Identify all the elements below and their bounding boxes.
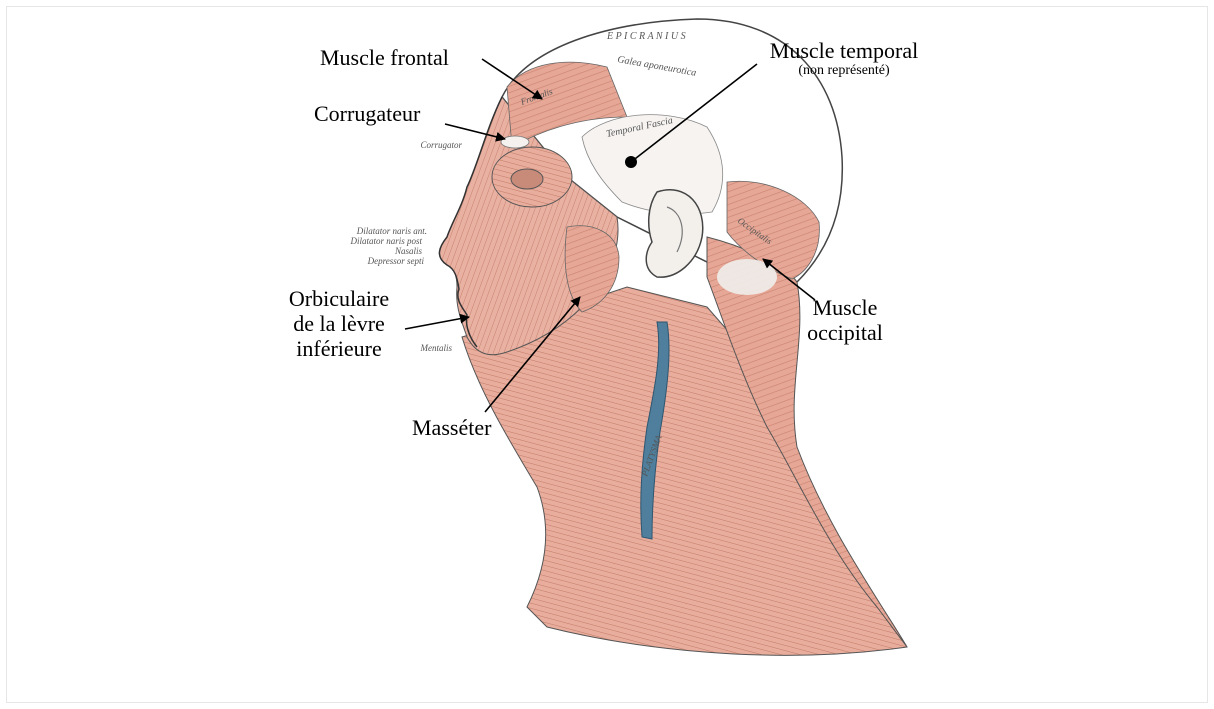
occipital-tendon xyxy=(717,259,777,295)
temporal-title: Muscle temporal xyxy=(754,38,934,63)
epicranius-text: E P I C R A N I U S xyxy=(606,31,686,42)
eye-opening xyxy=(511,169,543,189)
temporal-dot xyxy=(625,156,637,168)
corrugator-latin: Corrugator xyxy=(362,140,462,150)
dilatator-ant-latin: Dilatator naris ant. xyxy=(307,226,427,236)
depressor-septi-latin: Depressor septi xyxy=(307,256,424,266)
head-neck-anatomy-illustration: E P I C R A N I U S Galea aponeurotica T… xyxy=(7,7,1207,702)
label-muscle-temporal: Muscle temporal (non représenté) xyxy=(754,38,934,79)
temporal-note: (non représenté) xyxy=(754,63,934,79)
corrugator-tendon xyxy=(501,136,529,148)
orbiculaire-arrow xyxy=(405,317,469,329)
label-corrugateur: Corrugateur xyxy=(314,101,420,126)
label-muscle-occipital: Muscle occipital xyxy=(795,295,895,345)
orbiculaire-line-3: inférieure xyxy=(269,336,409,361)
label-masseter: Masséter xyxy=(412,415,491,440)
label-muscle-frontal: Muscle frontal xyxy=(320,45,449,70)
occipital-line-2: occipital xyxy=(795,320,895,345)
ear xyxy=(646,190,703,277)
occipital-line-1: Muscle xyxy=(795,295,895,320)
orbiculaire-line-1: Orbiculaire xyxy=(269,286,409,311)
figure-frame: E P I C R A N I U S Galea aponeurotica T… xyxy=(6,6,1208,703)
dilatator-post-latin: Dilatator naris post xyxy=(307,236,422,246)
label-orbiculaire: Orbiculaire de la lèvre inférieure xyxy=(269,286,409,361)
orbiculaire-line-2: de la lèvre xyxy=(269,311,409,336)
nasalis-latin: Nasalis xyxy=(307,246,422,256)
